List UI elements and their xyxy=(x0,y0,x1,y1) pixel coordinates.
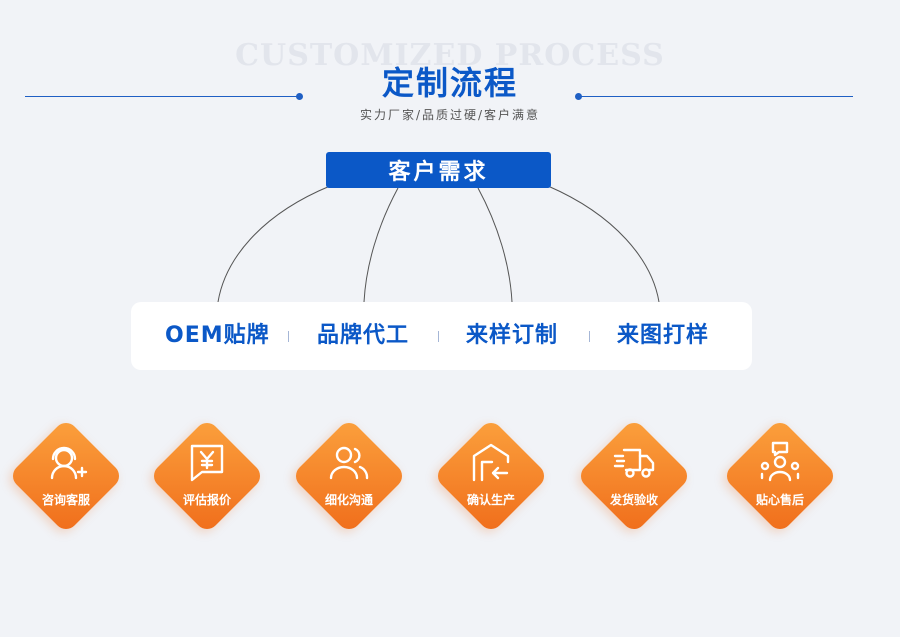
step-customer-service: 咨询客服 xyxy=(6,416,126,536)
option-separator xyxy=(438,331,439,342)
header-watermark: CUSTOMIZED PROCESS xyxy=(235,38,665,73)
step-price-quote: 评估报价 xyxy=(147,416,267,536)
customer-service-icon xyxy=(50,446,88,480)
step-label: 确认生产 xyxy=(466,493,515,507)
service-options-card: OEM贴牌 品牌代工 来样订制 来图打样 xyxy=(131,302,752,370)
page-title: 定制流程 xyxy=(381,64,518,102)
page-subtitle: 实力厂家/品质过硬/客户满意 xyxy=(359,108,541,122)
step-label: 评估报价 xyxy=(182,493,231,507)
option-drawing-proofing: 来图打样 xyxy=(617,323,710,348)
step-after-sales: 贴心售后 xyxy=(720,416,840,536)
step-label: 细化沟通 xyxy=(324,493,373,507)
option-separator xyxy=(288,331,289,342)
title-rule-left xyxy=(25,96,300,97)
option-oem: OEM贴牌 xyxy=(165,323,270,348)
step-label: 发货验收 xyxy=(609,493,658,507)
customer-demand-box: 客户需求 xyxy=(326,152,551,188)
step-communication: 细化沟通 xyxy=(289,416,409,536)
communication-icon xyxy=(329,446,369,480)
option-sample-custom: 来样订制 xyxy=(466,323,559,348)
step-label: 咨询客服 xyxy=(41,493,90,507)
option-separator xyxy=(589,331,590,342)
title-rule-dot-left xyxy=(296,93,303,100)
step-confirm-production: 确认生产 xyxy=(431,416,551,536)
step-label: 贴心售后 xyxy=(755,493,804,507)
title-rule-dot-right xyxy=(575,93,582,100)
after-sales-icon xyxy=(760,441,800,482)
price-quote-icon xyxy=(190,444,224,482)
delivery-truck-icon xyxy=(613,448,655,478)
option-brand-oem: 品牌代工 xyxy=(317,323,410,348)
warehouse-icon xyxy=(472,443,510,482)
step-delivery: 发货验收 xyxy=(574,416,694,536)
title-rule-right xyxy=(578,96,853,97)
